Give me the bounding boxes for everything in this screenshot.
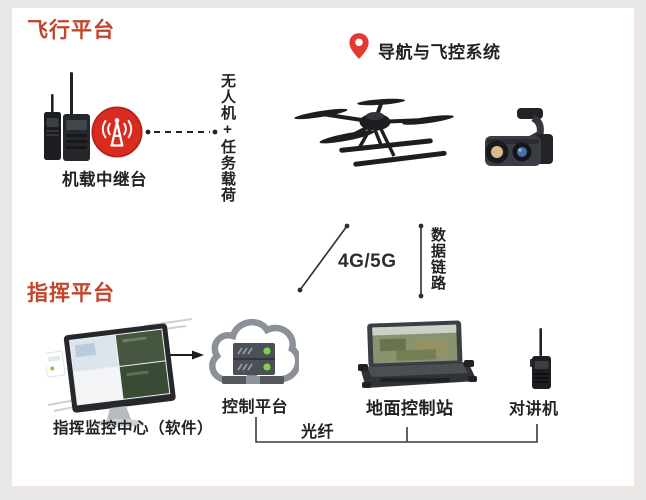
cellular-label: 4G/5G (338, 251, 397, 272)
walkie-talkie-pair-icon (44, 72, 90, 161)
uav-payload-vertical-label: 无人机+任务载荷 (219, 73, 236, 203)
drone-image (291, 90, 457, 178)
nav-flight-control-label: 导航与飞控系统 (378, 43, 501, 62)
cloud-server-image (203, 308, 299, 404)
command-center-label: 指挥监控中心（软件） (53, 420, 214, 437)
monitor-image (46, 316, 194, 428)
broadcast-relay-icon (91, 106, 143, 158)
antenna-broadcast-icon (91, 106, 143, 158)
gimbal-camera-icon (485, 108, 553, 166)
flight-platform-title: 飞行平台 (27, 19, 115, 42)
location-pin-icon (349, 33, 369, 59)
walkie-talkie-icon (530, 328, 551, 389)
monitor-icon (46, 318, 193, 427)
rugged-laptop-icon (358, 320, 477, 388)
nav-pin-icon-wrap (348, 32, 370, 60)
relay-radios-image (42, 70, 92, 165)
fiber-label: 光纤 (301, 424, 335, 441)
ground-station-label: 地面控制站 (366, 399, 454, 418)
data-link-vertical-label: 数据链路 (429, 227, 446, 291)
ground-station-image (356, 320, 481, 392)
command-platform-title: 指挥平台 (27, 282, 115, 305)
cloud-server-icon (209, 318, 299, 384)
control-platform-label: 控制平台 (222, 399, 289, 416)
gimbal-camera-image (473, 106, 565, 174)
drone-icon (294, 98, 454, 167)
relay-label: 机载中继台 (62, 171, 147, 189)
walkie-talkie-label: 对讲机 (509, 401, 559, 418)
walkie-talkie-image (526, 328, 558, 392)
